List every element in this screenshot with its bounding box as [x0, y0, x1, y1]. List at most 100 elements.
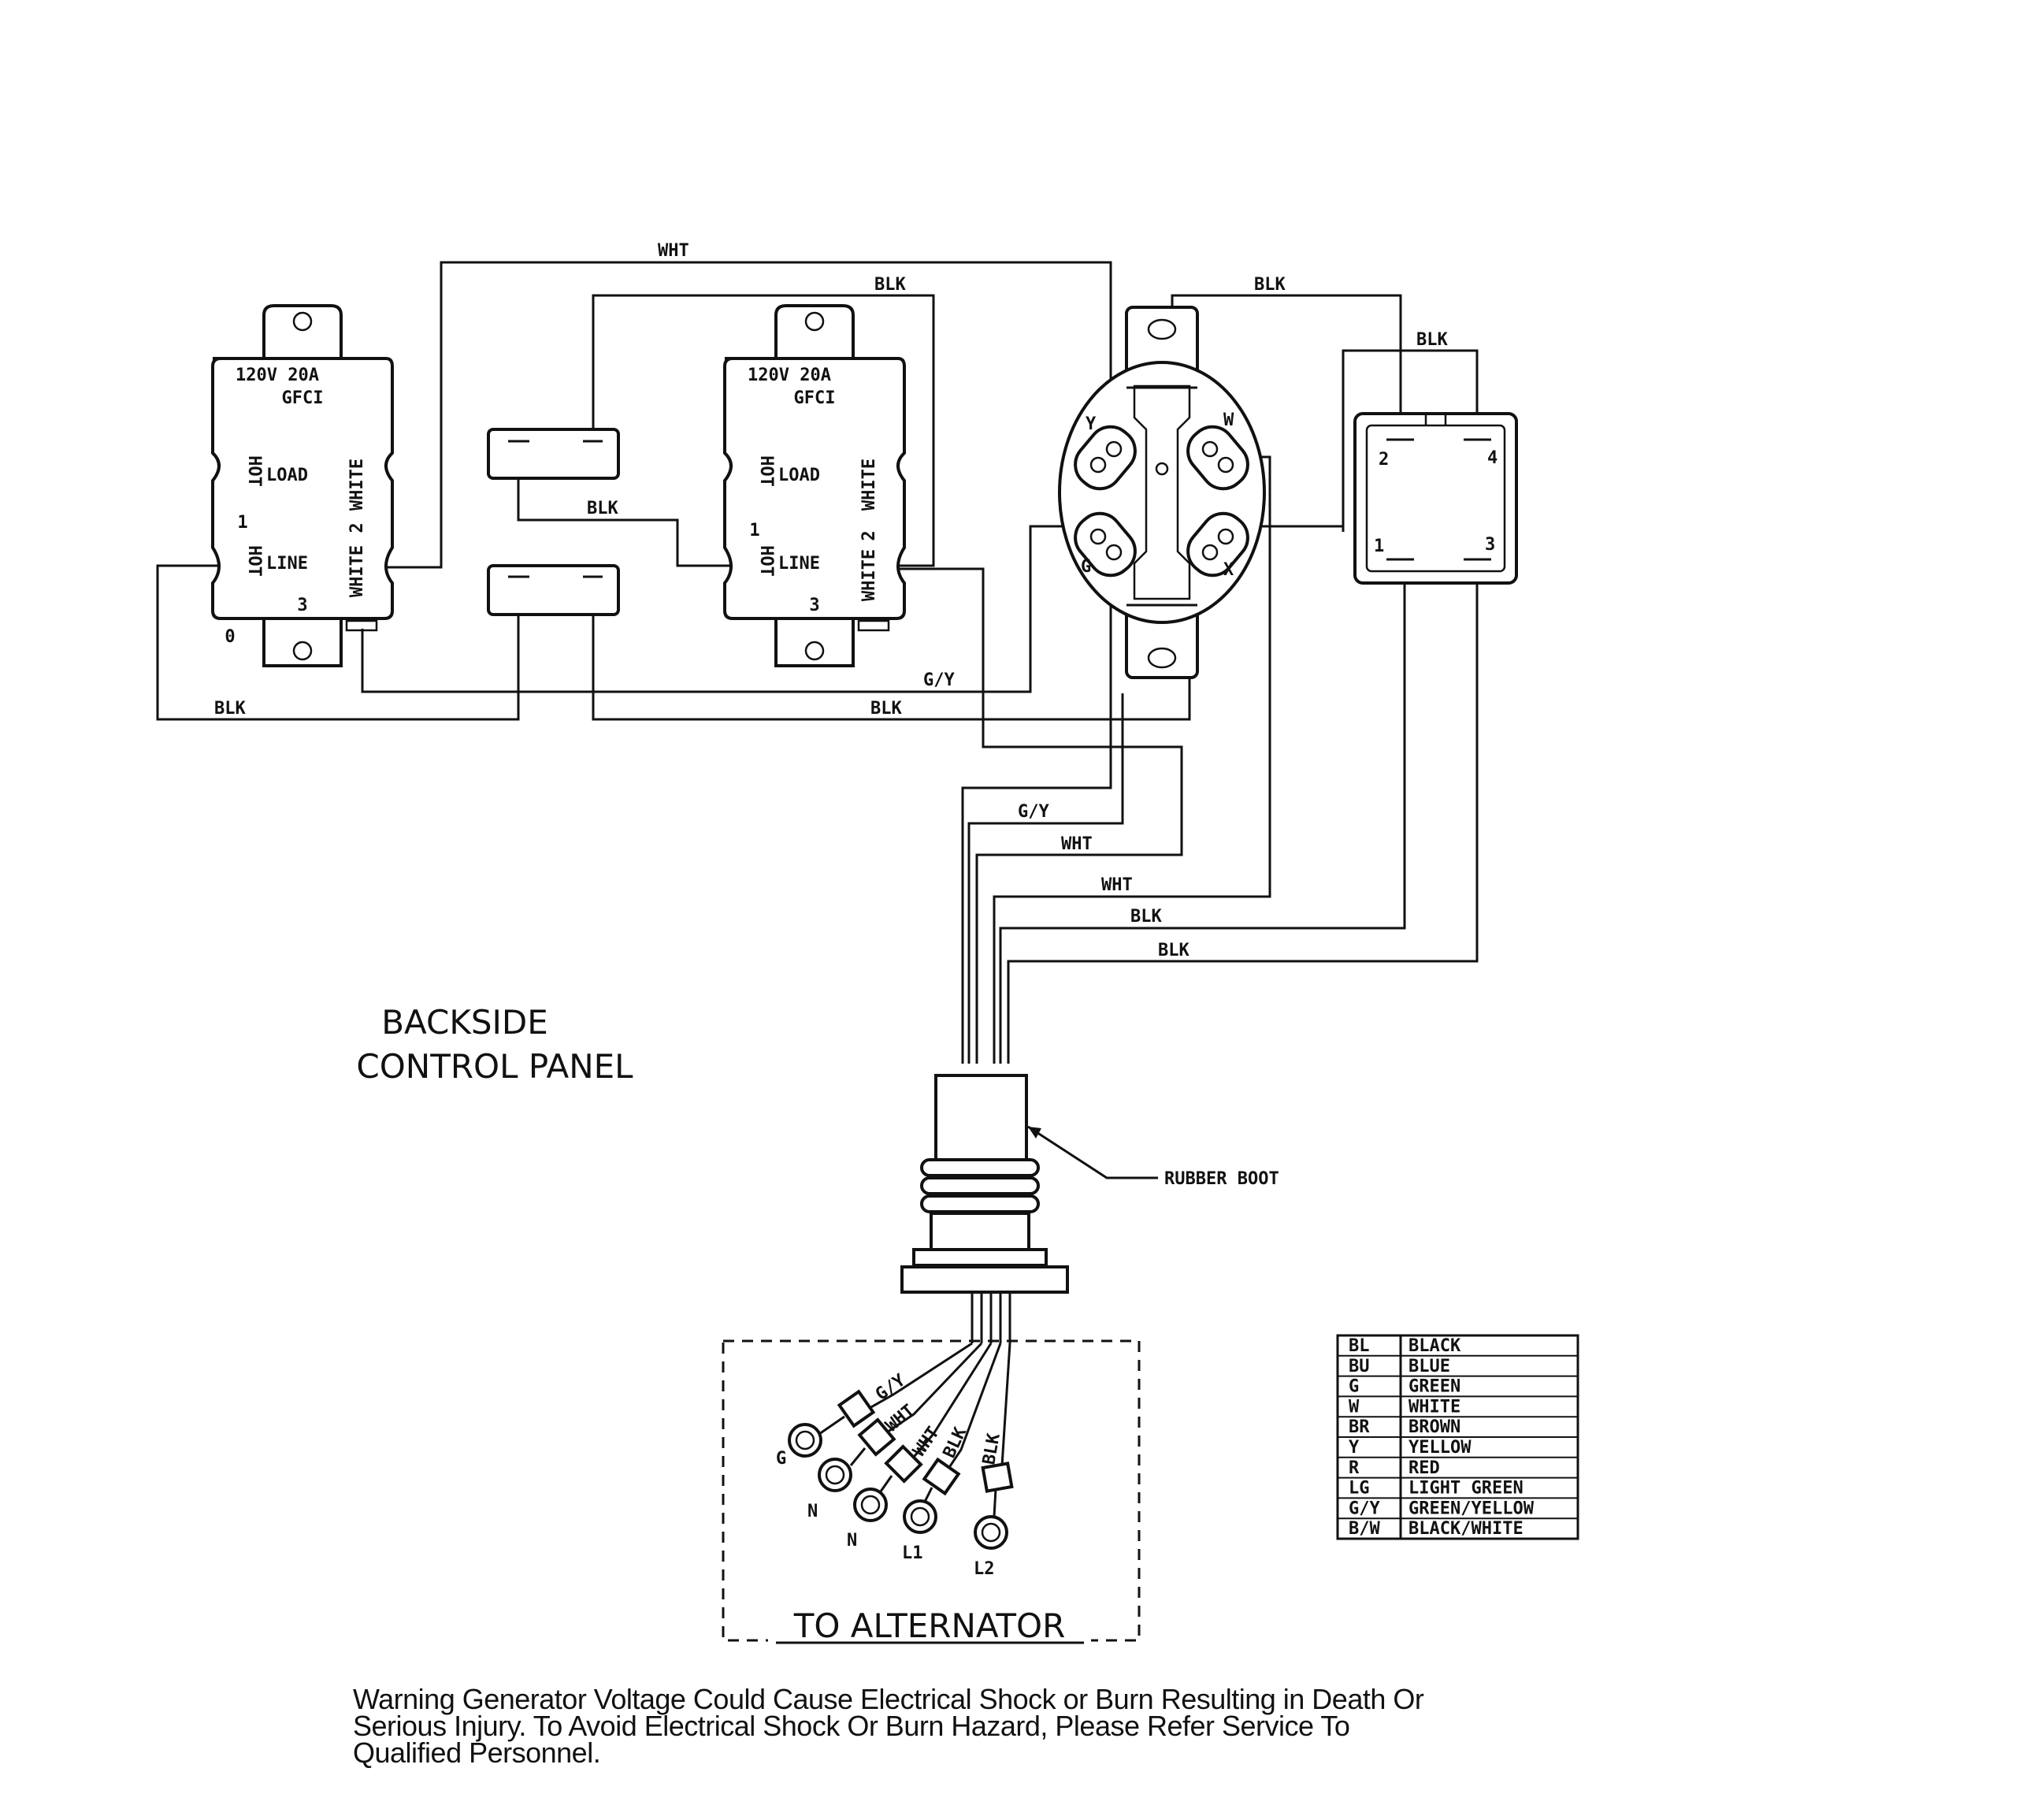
boot-arrowhead	[1028, 1127, 1041, 1138]
label-blk-bottom-left: BLK	[214, 699, 246, 719]
gfci-right-white-line: WHITE	[859, 549, 879, 601]
legend-color-name: LIGHT GREEN	[1408, 1479, 1524, 1499]
gfci-right-mount-top	[774, 304, 855, 360]
label-bundle-blk2: BLK	[1158, 941, 1190, 960]
gfci-right-n1: 1	[749, 521, 759, 540]
switch-terminal-3: 3	[1485, 535, 1495, 555]
wire-gy-bottom	[361, 525, 1103, 693]
legend-code: B/W	[1349, 1519, 1380, 1539]
boot-leader	[1027, 1125, 1158, 1179]
boot-neck	[930, 1212, 1030, 1251]
rubber-boot: RUBBER BOOT	[900, 1074, 1279, 1294]
boot-label: RUBBER BOOT	[1164, 1169, 1279, 1189]
gfci-left-type: GFCI	[282, 388, 324, 408]
gfci-left-rating: 120V 20A	[236, 366, 319, 385]
label-gy-bottom: G/Y	[923, 670, 955, 690]
gfci-left-line: LINE	[266, 554, 308, 574]
label-bundle-blk1: BLK	[1130, 907, 1162, 927]
label-bundle-wht1: WHT	[1061, 834, 1093, 854]
terminal-blocks	[487, 428, 620, 616]
switch-outer	[1353, 412, 1518, 585]
gfci-left-white-load: WHITE	[347, 459, 367, 511]
outlet-mount-hole-top	[1147, 318, 1177, 340]
alternator-title: TO ALTERNATOR	[793, 1606, 1066, 1645]
label-wht-top: WHT	[658, 241, 689, 261]
legend-code: Y	[1349, 1438, 1360, 1458]
label-blk-top1: BLK	[874, 275, 906, 295]
lead-g-terminal: G	[776, 1449, 786, 1469]
gfci-right-screw-top	[804, 311, 825, 332]
outlet-center-rib	[1133, 384, 1191, 600]
wire-bundle-blk1	[999, 559, 1406, 1064]
gfci-right: 120V 20A GFCI LOAD LINE 1 3 HOT HOT WHIT…	[723, 304, 906, 667]
gfci-right-hot-line: HOT	[756, 545, 776, 577]
gfci-right-line: LINE	[778, 554, 820, 574]
gfci-left-mount-bottom	[262, 613, 343, 667]
wire-blk-top1	[592, 294, 935, 567]
boot-flange	[912, 1248, 1048, 1267]
lead-l1: BLK L1	[902, 1343, 1002, 1563]
legend-color-name: BLUE	[1408, 1357, 1450, 1376]
legend-color-name: RED	[1408, 1458, 1440, 1478]
lead-l1-wire-label: BLK	[940, 1424, 971, 1461]
terminal-block-lower	[487, 564, 620, 616]
legend-color-name: WHITE	[1408, 1397, 1460, 1417]
wire-labels: WHT BLK BLK BLK BLK BLK BLK G/Y G/Y WHT …	[214, 241, 1448, 960]
wire-gfci-right-white	[900, 567, 1183, 1064]
outlet-slot-w	[1186, 425, 1249, 491]
outlet-label-w: W	[1223, 410, 1234, 430]
panel-title-line1: BACKSIDE	[381, 1003, 548, 1042]
legend-code: LG	[1349, 1479, 1370, 1499]
legend-code: R	[1349, 1458, 1360, 1478]
gfci-right-hot-load: HOT	[756, 455, 776, 487]
gfci-left-body	[211, 357, 394, 620]
label-bundle-wht2: WHT	[1101, 875, 1133, 895]
switch-terminal-4: 4	[1487, 448, 1498, 468]
lead-l1-terminal: L1	[902, 1543, 923, 1563]
lead-n1-terminal: N	[807, 1502, 818, 1521]
gfci-right-ground-lug	[857, 619, 890, 632]
gfci-right-type: GFCI	[794, 388, 836, 408]
gfci-right-n3: 3	[809, 596, 819, 615]
panel-title: BACKSIDE CONTROL PANEL	[356, 1003, 633, 1086]
gfci-left-hot-load: HOT	[244, 455, 264, 487]
lead-l2-terminal: L2	[974, 1559, 995, 1579]
gfci-right-screw-bottom	[804, 641, 825, 661]
breaker-switch: 2 4 1 3	[1353, 412, 1518, 585]
legend-color-name: BLACK/WHITE	[1408, 1519, 1524, 1539]
lead-n2-terminal: N	[847, 1531, 857, 1551]
legend-color-name: GREEN/YELLOW	[1408, 1499, 1535, 1518]
outlet-slot-y	[1074, 425, 1137, 491]
legend-code: BU	[1349, 1357, 1370, 1376]
panel-title-line2: CONTROL PANEL	[356, 1047, 633, 1086]
gfci-right-n2: 2	[859, 530, 879, 540]
gfci-left-ground-lug	[345, 619, 378, 632]
legend-code: G/Y	[1349, 1499, 1380, 1518]
outlet-label-y: Y	[1086, 414, 1097, 434]
label-blk-top2: BLK	[1254, 275, 1286, 295]
alternator-box	[722, 1339, 1141, 1642]
wires	[156, 261, 1479, 1343]
gfci-left-white-line: WHITE	[347, 545, 367, 597]
alternator: TO ALTERNATOR G/Y G WHT N WHT N	[722, 1339, 1141, 1645]
legend-code: W	[1349, 1397, 1360, 1417]
legend-color-name: YELLOW	[1408, 1438, 1472, 1458]
gfci-right-body	[723, 357, 906, 620]
outlet-center-hole	[1155, 462, 1169, 476]
gfci-left-load: LOAD	[266, 466, 308, 485]
gfci-left-mount-top	[262, 304, 343, 360]
boot-rib-3	[920, 1194, 1040, 1213]
boot-rib-2	[920, 1176, 1040, 1195]
legend-color-name: GREEN	[1408, 1377, 1460, 1397]
gfci-right-white-load: WHITE	[859, 459, 879, 511]
legend-color-name: BROWN	[1408, 1417, 1460, 1437]
outlet-label-g: G	[1081, 557, 1091, 577]
gfci-right-load: LOAD	[778, 466, 820, 485]
lead-g-wire-label: G/Y	[872, 1370, 910, 1405]
lead-l2-wire-label: BLK	[979, 1432, 1004, 1466]
twist-lock-outlet: Y W G X	[1058, 306, 1266, 679]
wire-bundle-blk2	[1007, 559, 1479, 1064]
label-bundle-gy: G/Y	[1018, 802, 1049, 822]
gfci-left-n3: 3	[297, 596, 307, 615]
